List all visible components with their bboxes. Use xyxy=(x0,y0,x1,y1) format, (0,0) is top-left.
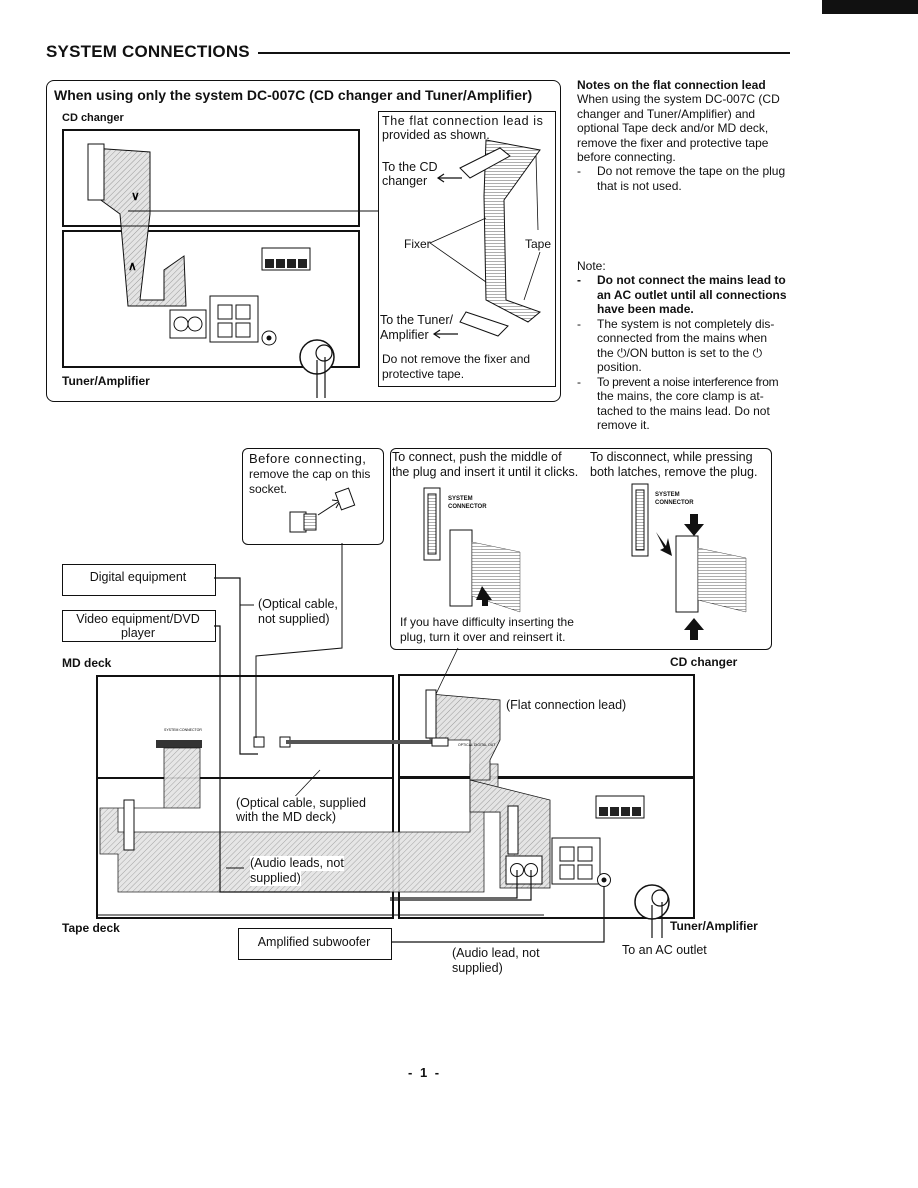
audio-leads: supplied) xyxy=(250,871,301,886)
section-title: SYSTEM CONNECTIONS xyxy=(46,42,250,61)
video-equipment-label: Video equipment/DVD xyxy=(76,612,200,626)
cd-changer-label: CD changer xyxy=(62,112,124,124)
to-tuner-label: To the Tuner/ xyxy=(380,313,453,327)
svg-text:∧: ∧ xyxy=(128,259,137,273)
difficulty-text: plug, turn it over and reinsert it. xyxy=(400,630,566,644)
md-deck-label: MD deck xyxy=(62,656,112,670)
note-item2: The system is not completely dis- xyxy=(597,316,775,331)
note-item1: have been made. xyxy=(597,302,694,316)
connector-label: CONNECTOR xyxy=(655,500,694,506)
cap-text: socket. xyxy=(249,482,288,496)
digital-equipment-box xyxy=(62,564,216,596)
svg-text:∨: ∨ xyxy=(131,189,140,203)
to-tuner-label-2: Amplifier xyxy=(380,328,429,342)
optical-not-supplied: (Optical cable, xyxy=(258,597,338,611)
bullet-dash: - xyxy=(577,316,581,331)
note-item1: Do not connect the mains lead to xyxy=(597,273,786,287)
svg-text:OPTICAL DIGITAL OUT: OPTICAL DIGITAL OUT xyxy=(458,743,496,747)
video-equipment-label: player xyxy=(120,626,156,640)
notes-flat-line: changer and Tuner/Amplifier) and xyxy=(577,106,756,121)
bullet-dash: - xyxy=(577,164,581,178)
to-cd-label: To the CD xyxy=(382,160,438,174)
note-item2: connected from the mains when xyxy=(597,331,768,345)
tape-label: Tape xyxy=(525,237,552,251)
tuner-amplifier-label: Tuner/Amplifier xyxy=(62,374,150,388)
connector-label: SYSTEM xyxy=(448,496,473,502)
connector-label: CONNECTOR xyxy=(448,504,487,510)
flat-lead-intro-2: provided as shown. xyxy=(382,128,490,142)
bullet-dash: - xyxy=(577,374,581,389)
audio-lead: (Audio lead, not xyxy=(452,946,540,960)
note-item2: position. xyxy=(597,360,642,374)
notes-flat-line: before connecting. xyxy=(577,150,676,164)
title-rule xyxy=(258,52,790,54)
audio-leads: (Audio leads, not xyxy=(250,856,344,871)
optical-supplied: (Optical cable, supplied xyxy=(236,796,366,811)
audio-lead: supplied) xyxy=(452,961,503,975)
disconnect-text: To disconnect, while pressing xyxy=(590,450,753,464)
fixer-label: Fixer xyxy=(404,237,431,251)
connect-text: the plug and insert it until it clicks. xyxy=(392,465,579,479)
fixer-warning-2: protective tape. xyxy=(382,367,465,381)
cap-text: remove the cap on this xyxy=(249,467,371,481)
cd-changer-label-main: CD changer xyxy=(670,655,738,669)
notes-flat-bullet: that is not used. xyxy=(597,178,682,193)
bullet-dash: - xyxy=(577,273,581,287)
notes-flat-bullet: Do not remove the tape on the plug xyxy=(597,164,786,178)
connector-label: SYSTEM xyxy=(655,492,680,498)
tape-deck-label: Tape deck xyxy=(62,921,120,935)
flat-lead-intro: The flat connection lead is xyxy=(382,114,544,128)
notes-flat-line: When using the system DC-007C (CD xyxy=(577,92,780,106)
connect-text: To connect, push the middle of xyxy=(392,450,562,464)
digital-equipment-label: Digital equipment xyxy=(89,570,187,584)
notes-flat-heading: Notes on the flat connection lead xyxy=(577,78,766,92)
subwoofer-label: Amplified subwoofer xyxy=(257,935,371,949)
fixer-warning: Do not remove the fixer and xyxy=(382,352,531,366)
note-item2: the ⏻/ON button is set to the ⏻ xyxy=(597,345,763,360)
notes-flat-line: remove the fixer and protective tape xyxy=(577,135,769,150)
video-equipment-box xyxy=(62,610,216,642)
difficulty-text: If you have difficulty inserting the xyxy=(400,615,574,629)
system-only-panel xyxy=(46,80,561,402)
to-cd-label-2: changer xyxy=(382,174,428,188)
optical-not-supplied: not supplied) xyxy=(258,612,330,626)
note-label: Note: xyxy=(577,259,606,273)
tuner-amplifier-label-main: Tuner/Amplifier xyxy=(670,919,758,933)
flat-connection-lead-label: (Flat connection lead) xyxy=(506,698,627,712)
panel-title: When using only the system DC-007C (CD c… xyxy=(54,87,533,103)
note-item3: remove it. xyxy=(597,418,650,432)
subwoofer-box xyxy=(238,928,392,960)
cap-text: Before connecting, xyxy=(249,451,367,466)
note-item3: tached to the mains lead. Do not xyxy=(597,403,770,418)
ac-outlet-label: To an AC outlet xyxy=(622,943,707,957)
notes-flat-line: optional Tape deck and/or MD deck, xyxy=(577,121,769,135)
note-item1: an AC outlet until all connections xyxy=(597,287,787,302)
corner-tab-mark xyxy=(822,0,918,14)
optical-supplied: with the MD deck) xyxy=(236,810,337,825)
page-number: - 1 - xyxy=(408,1065,442,1080)
note-item3: the mains, the core clamp is at- xyxy=(597,389,764,403)
svg-text:SYSTEM CONNECTOR: SYSTEM CONNECTOR xyxy=(164,728,202,732)
note-item3: To prevent a noise interference from xyxy=(597,374,779,389)
disconnect-text: both latches, remove the plug. xyxy=(590,465,758,479)
